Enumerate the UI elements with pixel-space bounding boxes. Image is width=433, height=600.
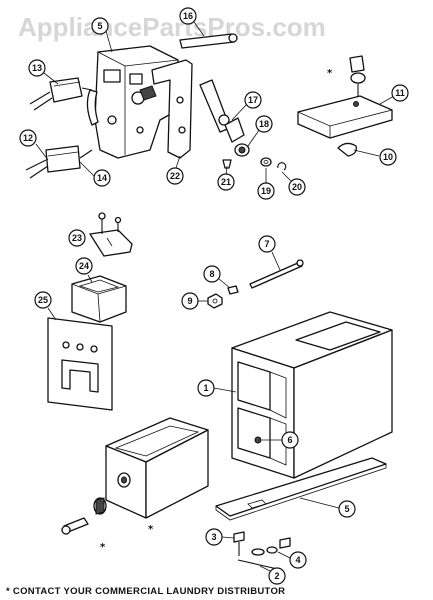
callout-label: 9 xyxy=(187,296,192,306)
callout-label: 21 xyxy=(221,177,231,187)
callout-label: 10 xyxy=(383,152,393,162)
key-lock xyxy=(61,497,107,535)
callout-label: 5 xyxy=(344,504,349,514)
cabinet-1 xyxy=(231,311,393,479)
callout-16: 16 xyxy=(179,7,197,25)
callout-21: 21 xyxy=(217,173,235,191)
callout-19: 19 xyxy=(257,182,275,200)
base-plate-5 xyxy=(215,457,387,521)
rod-7 xyxy=(249,259,304,289)
callout-5b: 5 xyxy=(338,500,356,518)
callout-label: 19 xyxy=(261,186,271,196)
callout-20: 20 xyxy=(288,178,306,196)
callout-23: 23 xyxy=(68,229,86,247)
wire-connector-14 xyxy=(25,145,93,179)
callout-9: 9 xyxy=(181,292,199,310)
callout-label: 2 xyxy=(274,571,279,581)
callout-label: 25 xyxy=(38,295,48,305)
callout-label: 8 xyxy=(209,269,214,279)
callout-label: 14 xyxy=(97,173,107,183)
callout-label: 12 xyxy=(23,133,33,143)
callout-18: 18 xyxy=(255,115,273,133)
callout-7: 7 xyxy=(258,235,276,253)
callout-label: 7 xyxy=(264,239,269,249)
coin-mechanism-assembly xyxy=(86,33,287,171)
asterisk-marker: * xyxy=(148,524,154,535)
hardware-3-4-2 xyxy=(233,531,291,571)
pin-8 xyxy=(227,285,239,295)
callout-label: 6 xyxy=(287,435,292,445)
cash-drawer xyxy=(105,417,209,519)
callout-22: 22 xyxy=(166,167,184,185)
callout-label: 4 xyxy=(295,555,300,565)
callout-label: 13 xyxy=(32,63,42,73)
wire-connector-13 xyxy=(29,77,93,111)
footer-note: * CONTACT YOUR COMMERCIAL LAUNDRY DISTRI… xyxy=(6,586,285,597)
callout-label: 24 xyxy=(79,261,89,271)
callout-4: 4 xyxy=(289,551,307,569)
asterisk-marker: * xyxy=(100,542,106,553)
callout-11: 11 xyxy=(391,84,409,102)
asterisk-marker: * xyxy=(327,68,333,79)
callout-25: 25 xyxy=(34,291,52,309)
callout-1: 1 xyxy=(197,379,215,397)
callout-label: 23 xyxy=(72,233,82,243)
callout-label: 1 xyxy=(203,383,208,393)
callout-6: 6 xyxy=(281,431,299,449)
bracket-23 xyxy=(89,212,133,257)
callout-label: 17 xyxy=(248,95,258,105)
panel-25 xyxy=(47,317,113,411)
callout-label: 3 xyxy=(211,532,216,542)
callout-2: 2 xyxy=(268,567,286,585)
callout-24: 24 xyxy=(75,257,93,275)
callout-13: 13 xyxy=(28,59,46,77)
coin-box-24 xyxy=(71,275,127,323)
callout-14: 14 xyxy=(93,169,111,187)
callout-label: 18 xyxy=(259,119,269,129)
callout-10: 10 xyxy=(379,148,397,166)
nut-9 xyxy=(207,293,223,309)
callout-12: 12 xyxy=(19,129,37,147)
callout-3: 3 xyxy=(205,528,223,546)
callout-17: 17 xyxy=(244,91,262,109)
callout-label: 16 xyxy=(183,11,193,21)
watermark-text: AppliancePartsPros.com xyxy=(18,12,326,42)
callout-label: 5 xyxy=(97,21,102,31)
callout-8: 8 xyxy=(203,265,221,283)
callout-label: 22 xyxy=(170,171,180,181)
lock-plate-11 xyxy=(297,55,393,157)
callout-label: 20 xyxy=(292,182,302,192)
callout-label: 11 xyxy=(395,88,405,98)
callout-5a: 5 xyxy=(91,17,109,35)
